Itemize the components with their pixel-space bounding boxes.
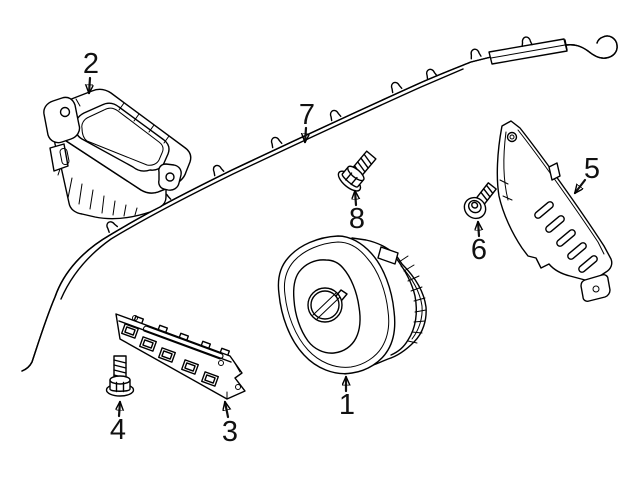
bolt-8-drawing (334, 145, 383, 196)
callout-7[interactable]: 7 (299, 99, 315, 142)
callout-7-label[interactable]: 7 (299, 99, 315, 131)
callout-8-arrow (355, 191, 356, 207)
bolt-4-drawing (105, 355, 135, 397)
callout-8-label[interactable]: 8 (349, 203, 365, 235)
callout-2-arrow (89, 76, 90, 93)
callout-3-arrow (225, 402, 228, 419)
passenger-airbag-drawing (43, 88, 192, 220)
callout-3-label[interactable]: 3 (222, 416, 238, 448)
driver-airbag-drawing (277, 235, 427, 375)
volvo-iron-mark-logo (307, 287, 348, 323)
callout-6-arrow (478, 222, 479, 238)
mount-ear (158, 163, 182, 191)
callout-2-label[interactable]: 2 (83, 48, 99, 80)
curtain-airbag-drawing (21, 35, 618, 372)
callout-5[interactable]: 5 (573, 153, 600, 195)
callout-3[interactable]: 3 (222, 402, 238, 448)
mount-ear (43, 96, 81, 144)
callout-2[interactable]: 2 (83, 48, 99, 93)
callout-6-label[interactable]: 6 (471, 234, 487, 266)
side-airbag-drawing (496, 120, 613, 302)
callout-5-label[interactable]: 5 (584, 153, 600, 185)
callout-5-arrow (573, 178, 587, 195)
callout-4-arrow (119, 402, 120, 418)
callout-7-arrow (305, 126, 306, 142)
callout-1-label[interactable]: 1 (339, 389, 355, 421)
callout-8[interactable]: 8 (349, 191, 365, 235)
knee-airbag-drawing (115, 313, 246, 400)
callout-4[interactable]: 4 (110, 402, 126, 446)
mount-bracket (580, 274, 611, 302)
bolt-6-drawing (459, 178, 502, 224)
callout-4-label[interactable]: 4 (110, 414, 126, 446)
callout-6[interactable]: 6 (471, 222, 487, 266)
callout-1[interactable]: 1 (339, 377, 355, 421)
